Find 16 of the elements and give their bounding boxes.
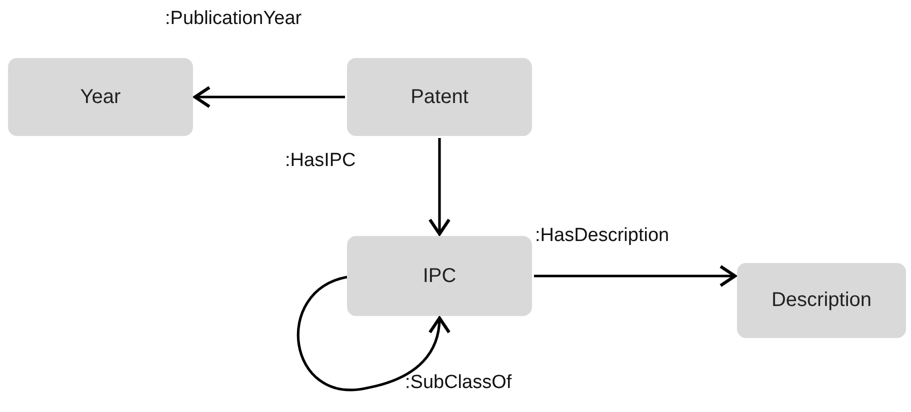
- edge-label: :SubClassOf: [405, 372, 512, 394]
- class-box: [8, 58, 193, 136]
- node-label: IPC: [422, 264, 456, 288]
- class-box: [737, 263, 906, 338]
- edge-label: :HasDescription: [535, 225, 670, 247]
- node-label: Description: [771, 289, 872, 312]
- edge-label: :PublicationYear: [165, 8, 302, 30]
- edge-label: :HasIPC: [285, 150, 356, 172]
- class-box: [347, 236, 532, 316]
- node-label: Patent: [410, 86, 468, 108]
- node-label: Year: [80, 86, 121, 108]
- arrow: [193, 86, 345, 108]
- arrow: [534, 264, 737, 288]
- class-box: [347, 58, 532, 136]
- arrow: [428, 138, 451, 236]
- arrow: [297, 276, 450, 392]
